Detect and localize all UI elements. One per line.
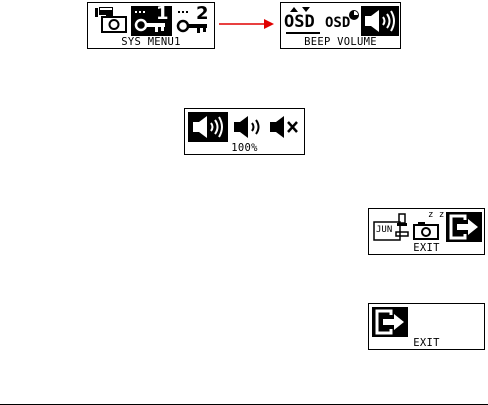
exit-label: EXIT [369,338,484,349]
key-1-icon: 1 [131,6,172,36]
osd-text-1: OSD [284,12,315,32]
camera-sleep-icon: z z [411,212,445,242]
volume-level-label: 100% [185,143,304,154]
date-stamp-text: JUN [376,225,392,235]
key-2-number: 2 [196,3,209,24]
date-stamp-icon: JUN [372,212,410,242]
sys-menu-screen: 1 2 SYS MENU1 [87,2,215,49]
key-2-icon: 2 [174,6,212,36]
speaker-medium-icon [232,112,264,142]
right-arrow-icon [218,17,276,31]
speaker-loud-icon [188,112,228,142]
speaker-mute-icon [268,112,302,142]
volume-level-screen: 100% [184,108,305,155]
key-1-number: 1 [156,3,169,24]
exit-screen: EXIT [368,303,485,350]
beep-volume-label: BEEP VOLUME [281,37,400,48]
exit-icon [372,307,408,337]
exit-icon [446,212,482,242]
beep-volume-screen: OSD OSD BEEP VOLUME [280,2,401,49]
speaker-volume-icon [361,6,399,36]
exit-menu-screen: JUN z z EXIT [368,208,485,255]
sys-menu-label: SYS MENU1 [88,37,214,48]
osd-timer-icon: OSD [325,6,361,36]
video-camera-icon [93,6,131,34]
osd-up-down-icon: OSD [284,6,324,36]
exit-menu-label: EXIT [369,243,484,254]
